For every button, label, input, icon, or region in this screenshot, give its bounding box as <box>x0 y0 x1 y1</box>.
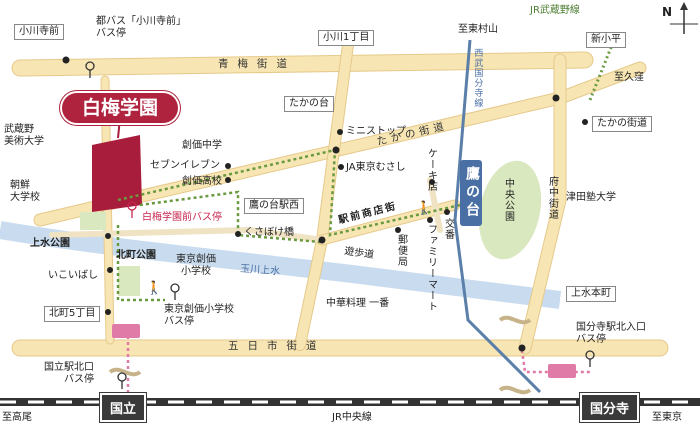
label-family-mart: ファミリーマート <box>425 224 437 312</box>
kitamachi-park-area <box>118 266 140 296</box>
north-compass <box>670 2 698 34</box>
rail-jr-chuo: JR中央線 <box>332 412 372 423</box>
label-sogaku-koko: 創価高校 <box>182 176 222 187</box>
label-josui-park: 上水公園 <box>30 238 70 249</box>
shiraume-campus <box>92 135 142 212</box>
label-chuka-ichiban: 中華料理 一番 <box>326 298 390 309</box>
label-ikoibashi: いこいばし <box>48 270 98 281</box>
label-ogawaji-mae: 小川寺前 <box>14 24 64 40</box>
label-tsuda-juku: 津田塾大学 <box>566 192 616 203</box>
label-chosen-daigakko: 朝鮮 大学校 <box>10 180 40 203</box>
label-central-park: 中央公園 <box>502 178 514 222</box>
bus-icon-kokubunji <box>548 364 576 378</box>
label-to-kubo: 至久窪 <box>614 72 644 83</box>
label-musabi: 武蔵野 美術大学 <box>4 124 44 147</box>
label-takano-kaido-stop: たかの街道 <box>592 116 652 132</box>
bus-route-kokubunji <box>520 349 590 374</box>
label-takanodai-eki-nishi: 鷹の台駅西 <box>244 198 304 214</box>
label-post-office: 郵便局 <box>395 234 407 267</box>
central-park-area <box>478 160 542 260</box>
label-kitamachi-5chome: 北町5丁目 <box>44 306 101 322</box>
station-kunitachi: 国立 <box>100 393 147 422</box>
label-kokubunji-kitaguchi-bus-stop: 国分寺駅北入口 バス停 <box>576 322 646 345</box>
campus-name-badge: 白梅学園 <box>62 93 178 123</box>
bus-stop-signs <box>85 61 595 389</box>
direction-higashimurayama: 至東村山 <box>458 24 498 35</box>
direction-takao: 至高尾 <box>2 412 32 423</box>
label-tokyo-sogaku-bus-stop: 東京創価小学校 バス停 <box>164 304 234 327</box>
station-kokubunji: 国分寺 <box>580 393 640 422</box>
label-kitamachi-park: 北町公園 <box>116 250 156 261</box>
bus-icon-kunitachi <box>112 324 140 338</box>
label-cake-shop: ケーキ店 <box>425 148 437 192</box>
walking-route <box>116 148 461 302</box>
label-shinkodaira: 新小平 <box>586 32 626 48</box>
label-tokyo-sogaku-shogakko: 東京創価 小学校 <box>176 254 216 277</box>
label-ja-tokyo-musashi: JA東京むさし <box>346 162 406 173</box>
label-seven-eleven: セブンイレブン <box>150 160 220 171</box>
road-itsukaichi-kaido: 五日市街道 <box>228 340 326 352</box>
label-koban: 交番 <box>442 218 454 240</box>
rail-seibu-kokubunji: 西武国分寺線 <box>472 48 483 108</box>
label-toei-bus-stop: 都バス「小川寺前」 バス停 <box>96 16 186 39</box>
label-kunitachi-kitaguchi-bus-stop: 国立駅北口 バス停 <box>44 362 94 385</box>
label-ministop: ミニストップ <box>346 126 406 137</box>
road-ome-kaido: 青梅街道 <box>218 58 296 70</box>
label-kusapoke-bashi: くさぼけ橋 <box>244 227 294 238</box>
rail-jr-musashino: JR武蔵野線 <box>530 5 580 16</box>
label-sogaku-chugaku: 創価中学 <box>182 140 222 151</box>
tamagawa-josui-river <box>0 221 562 309</box>
walker-icon: 🚶 <box>146 280 162 296</box>
josui-park-area <box>80 212 106 230</box>
location-markers <box>62 56 588 352</box>
road-fuchu-kaido: 府中街道 <box>546 176 558 220</box>
label-josuihoncho: 上水本町 <box>566 286 616 302</box>
label-shiraume-bus-stop: 白梅学園前バス停 <box>142 212 222 223</box>
direction-tokyo: 至東京 <box>652 412 682 423</box>
walker-icon: 🚶 <box>416 200 432 216</box>
compass-north-label: N <box>662 5 673 19</box>
seibu-kokubunji-line <box>453 39 542 394</box>
station-takanodai: 鷹の台 <box>460 160 482 226</box>
label-takanodai: たかの台 <box>284 96 334 112</box>
label-ogawa-1chome: 小川1丁目 <box>318 30 375 46</box>
